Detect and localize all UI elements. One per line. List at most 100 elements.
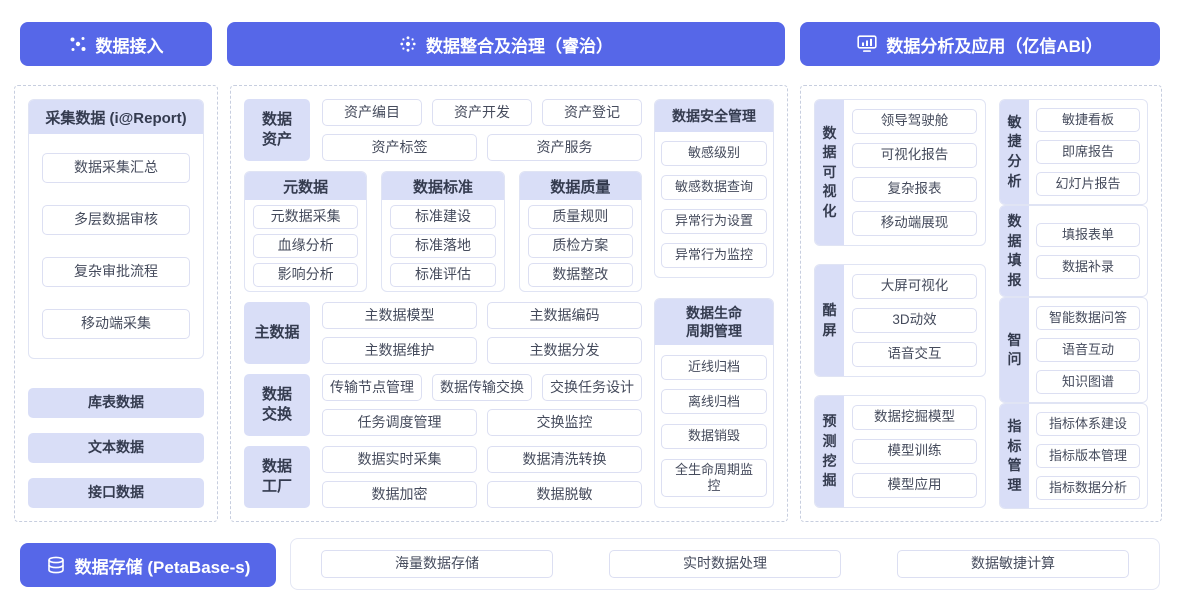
collect-item-button[interactable]: 移动端采集 — [42, 309, 190, 339]
exchange-feature-button[interactable]: 传输节点管理 — [322, 374, 422, 401]
analysis-column-1: 数据可视化 领导驾驶舱可视化报告复杂报表移动端展现 酷屏 大屏可视化 3D动效语音… — [814, 99, 986, 508]
visualization-feature-button[interactable]: 移动端展现 — [852, 211, 977, 236]
mining-feature-button[interactable]: 数据挖掘模型 — [852, 405, 977, 430]
reporting-feature-button[interactable]: 填报表单 — [1036, 223, 1140, 248]
metadata-feature-button[interactable]: 血缘分析 — [253, 234, 359, 258]
quality-feature-button[interactable]: 数据整改 — [527, 263, 633, 287]
reporting-feature-button[interactable]: 数据补录 — [1036, 255, 1140, 280]
data-asset-label: 数据资产 — [244, 99, 310, 161]
metadata-feature-button[interactable]: 影响分析 — [253, 263, 359, 287]
factory-feature-button[interactable]: 数据清洗转换 — [487, 446, 642, 473]
collect-item-button[interactable]: 多层数据审核 — [42, 205, 190, 235]
data-factory-row: 数据工厂 数据实时采集数据清洗转换 数据加密数据脱敏 — [244, 446, 642, 508]
metadata-standard-quality-row: 元数据 元数据采集血缘分析影响分析 数据标准 标准建设标准落地标准评估 数据质量… — [244, 171, 642, 292]
metadata-card: 元数据 元数据采集血缘分析影响分析 — [244, 171, 368, 292]
quality-feature-button[interactable]: 质量规则 — [527, 205, 633, 229]
asset-feature-button[interactable]: 资产开发 — [432, 99, 532, 126]
header-data-governance[interactable]: 数据整合及治理（睿治） — [227, 22, 785, 66]
lifecycle-feature-button[interactable]: 近线归档 — [661, 354, 767, 380]
quality-feature-button[interactable]: 质检方案 — [527, 234, 633, 258]
standard-feature-button[interactable]: 标准落地 — [390, 234, 496, 258]
master-feature-button[interactable]: 主数据维护 — [322, 337, 477, 364]
master-feature-button[interactable]: 主数据编码 — [487, 302, 642, 329]
lifecycle-feature-button[interactable]: 数据销毁 — [661, 424, 767, 450]
metadata-feature-button[interactable]: 元数据采集 — [253, 205, 359, 229]
exchange-feature-button[interactable]: 任务调度管理 — [322, 409, 477, 436]
mining-feature-button[interactable]: 模型训练 — [852, 439, 977, 464]
storage-capability-button[interactable]: 海量数据存储 — [321, 550, 553, 578]
group-indicator-management: 指标管理 指标体系建设指标版本管理指标数据分析 — [999, 403, 1148, 510]
master-feature-button[interactable]: 主数据分发 — [487, 337, 642, 364]
standard-feature-button[interactable]: 标准评估 — [390, 263, 496, 287]
cool-screen-feature-button[interactable]: 3D动效 — [852, 308, 977, 333]
security-feature-button[interactable]: 敏感数据查询 — [661, 175, 767, 200]
visualization-feature-button[interactable]: 领导驾驶舱 — [852, 109, 977, 134]
factory-feature-button[interactable]: 数据实时采集 — [322, 446, 477, 473]
data-lifecycle-card-title: 数据生命周期管理 — [655, 299, 773, 345]
group-agile-analysis-label: 敏捷分析 — [1000, 100, 1029, 204]
header-data-analysis[interactable]: 数据分析及应用（亿信ABI） — [800, 22, 1160, 66]
storage-capability-button[interactable]: 实时数据处理 — [609, 550, 841, 578]
group-data-visualization-label: 数据可视化 — [815, 100, 844, 245]
collect-item-button[interactable]: 数据采集汇总 — [42, 153, 190, 183]
smart-qa-feature-button[interactable]: 知识图谱 — [1036, 370, 1140, 395]
lifecycle-feature-button[interactable]: 全生命周期监控 — [661, 458, 767, 498]
asset-feature-button[interactable]: 资产编目 — [322, 99, 422, 126]
storage-capability-button[interactable]: 数据敏捷计算 — [897, 550, 1129, 578]
monitor-chart-icon — [857, 35, 877, 53]
data-source-button[interactable]: 文本数据 — [28, 433, 204, 463]
indicator-feature-button[interactable]: 指标版本管理 — [1036, 444, 1140, 469]
indicator-feature-button[interactable]: 指标体系建设 — [1036, 412, 1140, 437]
security-feature-button[interactable]: 异常行为监控 — [661, 243, 767, 268]
master-data-label: 主数据 — [244, 302, 310, 364]
group-data-visualization: 数据可视化 领导驾驶舱可视化报告复杂报表移动端展现 — [814, 99, 986, 246]
group-predictive-mining: 预测挖掘 数据挖掘模型模型训练模型应用 — [814, 395, 986, 508]
asset-feature-button[interactable]: 资产标签 — [322, 134, 477, 161]
agile-feature-button[interactable]: 即席报告 — [1036, 140, 1140, 164]
group-cool-screen-label: 酷屏 — [815, 265, 844, 376]
collect-item-list: 数据采集汇总多层数据审核复杂审批流程移动端采集 — [29, 134, 203, 358]
data-source-button[interactable]: 接口数据 — [28, 478, 204, 508]
network-dots-icon — [69, 35, 87, 53]
smart-qa-feature-button[interactable]: 智能数据问答 — [1036, 306, 1140, 331]
data-source-list: 库表数据文本数据接口数据 — [28, 388, 204, 508]
standard-feature-button[interactable]: 标准建设 — [390, 205, 496, 229]
data-exchange-row: 数据交换 传输节点管理数据传输交换交换任务设计 任务调度管理交换监控 — [244, 374, 642, 436]
collect-item-button[interactable]: 复杂审批流程 — [42, 257, 190, 287]
agile-feature-button[interactable]: 敏捷看板 — [1036, 108, 1140, 132]
master-feature-button[interactable]: 主数据模型 — [322, 302, 477, 329]
group-agile-analysis: 敏捷分析 敏捷看板即席报告幻灯片报告 — [999, 99, 1148, 205]
header-row: 数据接入 数据整合及治理（睿治） 数据分析及应用（亿信ABI） — [20, 22, 1160, 66]
data-governance-panel: 数据资产 资产编目资产开发资产登记 资产标签资产服务 元数据 元数据采集血缘分析… — [230, 85, 788, 522]
mining-feature-button[interactable]: 模型应用 — [852, 473, 977, 498]
security-feature-button[interactable]: 敏感级别 — [661, 141, 767, 166]
header-data-access[interactable]: 数据接入 — [20, 22, 212, 66]
visualization-feature-button[interactable]: 可视化报告 — [852, 143, 977, 168]
security-feature-button[interactable]: 异常行为设置 — [661, 209, 767, 234]
group-predictive-mining-label: 预测挖掘 — [815, 396, 844, 507]
exchange-feature-button[interactable]: 交换任务设计 — [542, 374, 642, 401]
smart-qa-feature-button[interactable]: 语音互动 — [1036, 338, 1140, 363]
agile-feature-button[interactable]: 幻灯片报告 — [1036, 172, 1140, 196]
cool-screen-feature-button[interactable]: 大屏可视化 — [852, 274, 977, 299]
factory-feature-button[interactable]: 数据脱敏 — [487, 481, 642, 508]
data-security-card-title: 数据安全管理 — [655, 100, 773, 132]
exchange-feature-button[interactable]: 数据传输交换 — [432, 374, 532, 401]
visualization-feature-button[interactable]: 复杂报表 — [852, 177, 977, 202]
asset-feature-button[interactable]: 资产服务 — [487, 134, 642, 161]
database-icon — [46, 556, 66, 575]
lifecycle-feature-button[interactable]: 离线归档 — [661, 389, 767, 415]
storage-button[interactable]: 数据存储 (PetaBase-s) — [20, 543, 276, 587]
collect-data-card: 采集数据 (i@Report) 数据采集汇总多层数据审核复杂审批流程移动端采集 — [28, 99, 204, 359]
exchange-feature-button[interactable]: 交换监控 — [487, 409, 642, 436]
data-factory-label: 数据工厂 — [244, 446, 310, 508]
metadata-card-title: 元数据 — [245, 172, 367, 200]
governance-main-column: 数据资产 资产编目资产开发资产登记 资产标签资产服务 元数据 元数据采集血缘分析… — [244, 99, 642, 508]
factory-feature-button[interactable]: 数据加密 — [322, 481, 477, 508]
asset-feature-button[interactable]: 资产登记 — [542, 99, 642, 126]
data-standard-card-title: 数据标准 — [382, 172, 504, 200]
data-source-button[interactable]: 库表数据 — [28, 388, 204, 418]
indicator-feature-button[interactable]: 指标数据分析 — [1036, 476, 1140, 501]
cool-screen-feature-button[interactable]: 语音交互 — [852, 342, 977, 367]
